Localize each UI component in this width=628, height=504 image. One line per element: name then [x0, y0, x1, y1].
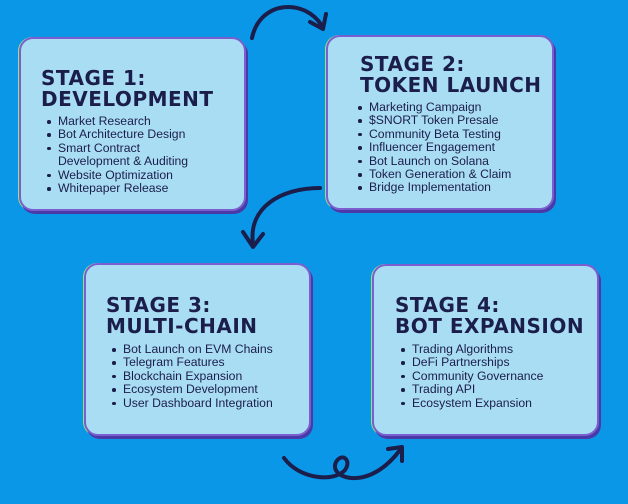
stage-3-card: STAGE 3: MULTI-CHAIN Bot Launch on EVM C… [84, 263, 311, 436]
list-item: Marketing Campaign [356, 100, 552, 114]
list-item-continuation: Development & Auditing [58, 154, 189, 169]
stage-1-title-line2: DEVELOPMENT [41, 87, 214, 111]
stage-4-title-line1: STAGE 4: [395, 293, 500, 317]
stage-2-title: STAGE 2: TOKEN LAUNCH [360, 54, 542, 96]
stage-4-title: STAGE 4: BOT EXPANSION [395, 295, 584, 337]
list-item: Telegram Features [110, 355, 306, 369]
list-item: Ecosystem Development [110, 382, 306, 396]
stage-4-title-line2: BOT EXPANSION [395, 314, 585, 338]
list-item: Bot Architecture Design [45, 127, 241, 141]
list-item: Bot Launch on EVM Chains [110, 342, 306, 356]
list-item: Bridge Implementation [356, 181, 552, 194]
stage-4-card: STAGE 4: BOT EXPANSION Trading Algorithm… [372, 264, 599, 436]
stage-1-title: STAGE 1: DEVELOPMENT [41, 68, 214, 110]
stage-3-title-line2: MULTI-CHAIN [106, 314, 258, 338]
stage-2-card: STAGE 2: TOKEN LAUNCH Marketing Campaign… [326, 35, 554, 210]
stage-2-list: Marketing Campaign $SNORT Token Presale … [356, 100, 552, 195]
list-item: Trading Algorithms [399, 342, 595, 356]
list-item: Influencer Engagement [356, 140, 552, 154]
list-item: User Dashboard Integration [110, 396, 306, 410]
list-item: Bot Launch on Solana [356, 154, 552, 168]
list-item: Trading API [399, 382, 595, 396]
list-item: $SNORT Token Presale [356, 113, 552, 127]
stage-3-title: STAGE 3: MULTI-CHAIN [106, 295, 258, 337]
stage-4-list: Trading Algorithms DeFi Partnerships Com… [399, 342, 595, 410]
list-item: Token Generation & Claim [356, 167, 552, 181]
stage-3-list: Bot Launch on EVM Chains Telegram Featur… [110, 342, 306, 410]
stage-1-list: Market Research Bot Architecture Design … [45, 114, 241, 195]
list-item: Community Governance [399, 369, 595, 383]
list-item: DeFi Partnerships [399, 355, 595, 369]
stage-3-title-line1: STAGE 3: [106, 293, 211, 317]
stage-2-title-line1: STAGE 2: [360, 52, 465, 76]
stage-1-title-line1: STAGE 1: [41, 66, 146, 90]
stage-1-card: STAGE 1: DEVELOPMENT Market Research Bot… [19, 37, 246, 211]
list-item: Smart Contract [45, 141, 241, 155]
list-item: Community Beta Testing [356, 127, 552, 141]
list-item: Blockchain Expansion [110, 369, 306, 383]
list-item: Whitepaper Release [45, 181, 241, 195]
list-item: Ecosystem Expansion [399, 396, 595, 410]
stage-2-title-line2: TOKEN LAUNCH [360, 73, 542, 97]
list-item: Market Research [45, 114, 241, 128]
list-item: Website Optimization [45, 168, 241, 182]
